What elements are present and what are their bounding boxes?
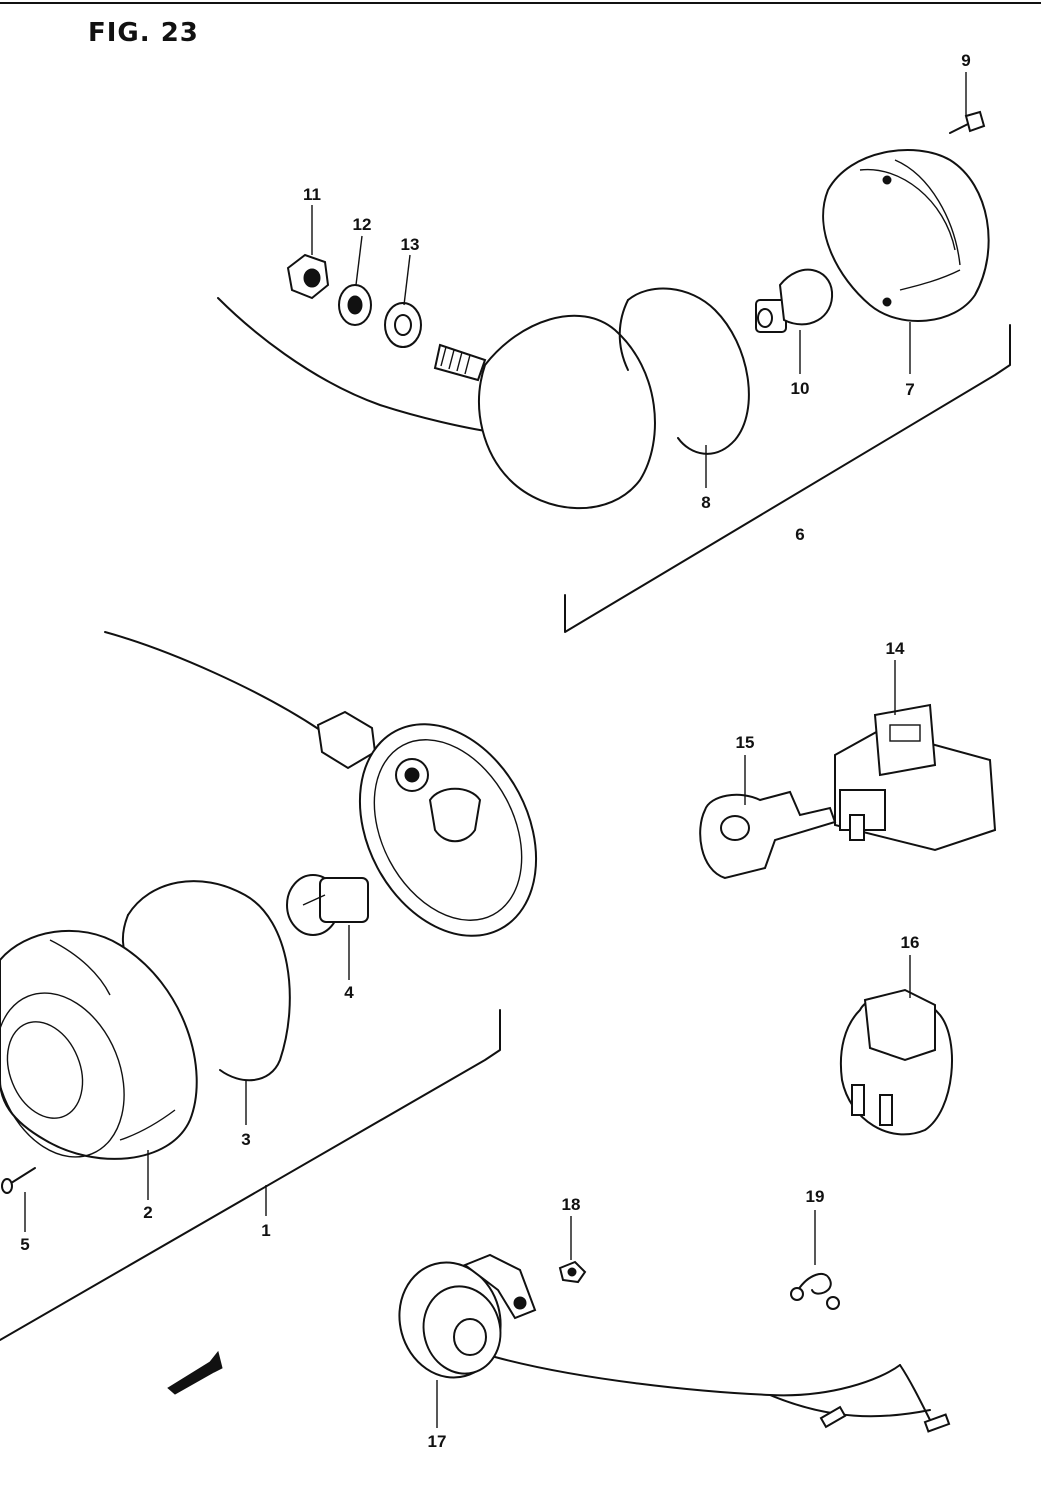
front-signal-housing	[358, 723, 538, 937]
nut-11	[286, 253, 330, 300]
assembly-bracket-1	[0, 1009, 501, 1341]
washer-13	[384, 302, 422, 348]
callout-19: 19	[806, 1187, 825, 1206]
relay-14-group	[834, 703, 997, 852]
rear-signal-housing	[478, 314, 656, 510]
callout-18: 18	[562, 1195, 581, 1214]
callout-11: 11	[303, 185, 321, 204]
lens-2	[0, 929, 198, 1160]
callout-8: 8	[701, 493, 710, 512]
callout-7: 7	[905, 380, 914, 399]
relay-16	[839, 988, 953, 1136]
gasket-3	[127, 880, 291, 1082]
stem-nut	[316, 710, 377, 770]
callout-4: 4	[344, 983, 354, 1002]
clamp-19	[790, 1272, 840, 1310]
callout-17: 17	[428, 1432, 447, 1451]
rear-signal-group	[217, 110, 990, 510]
callout-5: 5	[20, 1235, 29, 1254]
callout-3: 3	[241, 1130, 250, 1149]
callout-6: 6	[795, 525, 804, 544]
callout-2: 2	[143, 1203, 152, 1222]
gasket-8	[627, 287, 750, 455]
lens-7	[822, 149, 990, 322]
front-direction-arrow-icon	[167, 1350, 223, 1395]
leader-lines-relay	[744, 660, 896, 805]
callout-9: 9	[961, 51, 970, 70]
figure-title: FIG. 23	[88, 18, 199, 48]
horn-17	[398, 1253, 951, 1433]
callout-15: 15	[736, 733, 755, 752]
gasket-8-rim	[618, 299, 629, 371]
callout-12: 12	[353, 215, 372, 234]
screw-9	[949, 110, 986, 134]
callout-10: 10	[791, 379, 810, 398]
leader-lines-lower-left	[24, 925, 350, 1232]
callout-1: 1	[261, 1221, 270, 1240]
bracket-15	[699, 790, 837, 880]
assembly-bracket-6	[564, 324, 1011, 633]
leader-lines-upper	[311, 72, 967, 488]
bulb-4	[286, 874, 369, 936]
front-signal-wire	[104, 631, 321, 731]
callout-16: 16	[901, 933, 920, 952]
callout-14: 14	[886, 639, 905, 658]
callout-13: 13	[401, 235, 420, 254]
bulb-10	[755, 268, 834, 333]
bolt-18	[558, 1260, 587, 1284]
front-signal-group	[0, 631, 538, 1194]
rear-signal-wire	[217, 297, 493, 433]
lock-washer-12	[338, 284, 372, 326]
screw-5	[1, 1167, 36, 1194]
